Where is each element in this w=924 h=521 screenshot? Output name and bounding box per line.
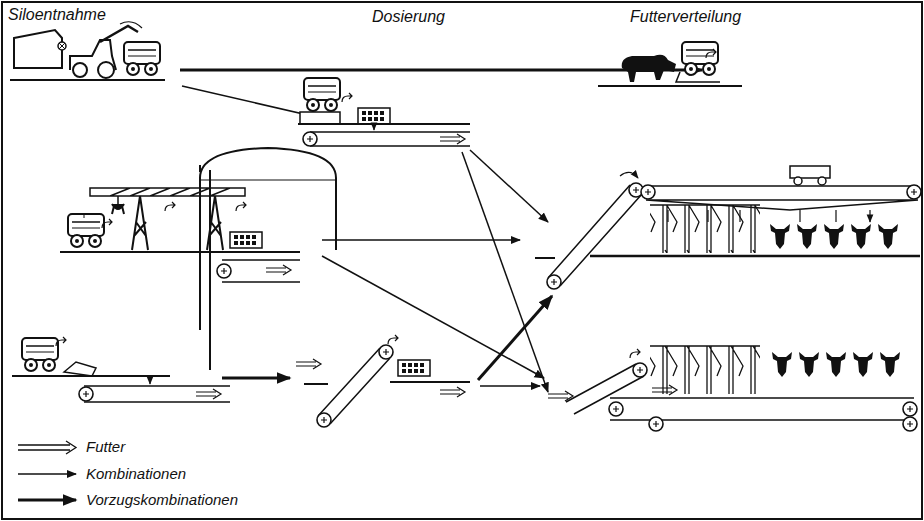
column-heading: Futterverteilung	[630, 8, 741, 26]
legend-text: Vorzugskombinationen	[86, 492, 238, 509]
column-heading: Dosierung	[372, 8, 445, 26]
legend-text: Kombinationen	[86, 466, 186, 483]
column-heading: Siloentnahme	[8, 6, 106, 24]
legend-text: Futter	[86, 439, 125, 456]
